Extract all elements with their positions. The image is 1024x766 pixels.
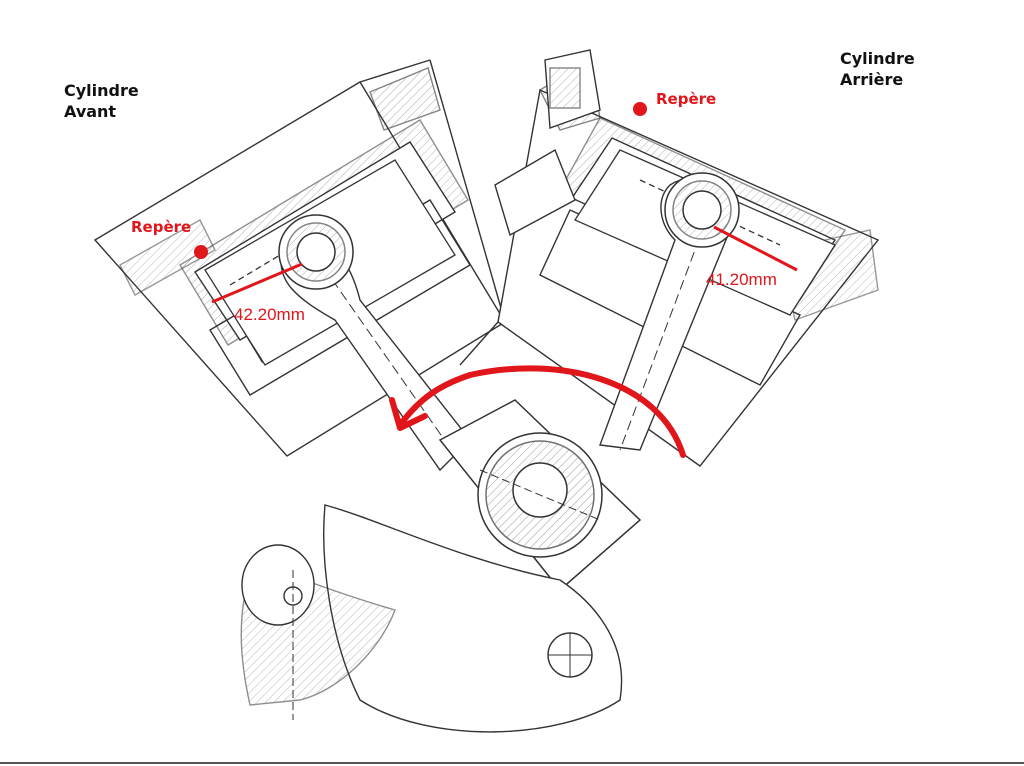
- bottom-divider: [0, 762, 1024, 764]
- rear-dimension-label: 41.20mm: [706, 270, 777, 289]
- front-dimension-label: 42.20mm: [234, 305, 305, 324]
- front-mark-label: Repère: [131, 218, 192, 236]
- front-cylinder-label: Cylindre Avant: [64, 81, 139, 121]
- rotation-arrowhead: [389, 397, 428, 431]
- rear-measurement-line: [713, 225, 798, 272]
- rotation-arrow: [397, 365, 686, 458]
- front-measurement-line: [211, 262, 303, 304]
- crankshaft-web: [323, 504, 623, 733]
- crank-pin: [438, 399, 642, 592]
- front-mark-dot: [194, 245, 208, 259]
- rear-piston-pin: [664, 172, 740, 248]
- rear-mark-label: Repère: [656, 90, 717, 108]
- rear-mark-dot: [633, 102, 647, 116]
- front-piston-pin: [278, 214, 354, 290]
- crank-counterweight: [240, 544, 396, 720]
- rear-cylinder-label: Cylindre Arrière: [840, 49, 915, 89]
